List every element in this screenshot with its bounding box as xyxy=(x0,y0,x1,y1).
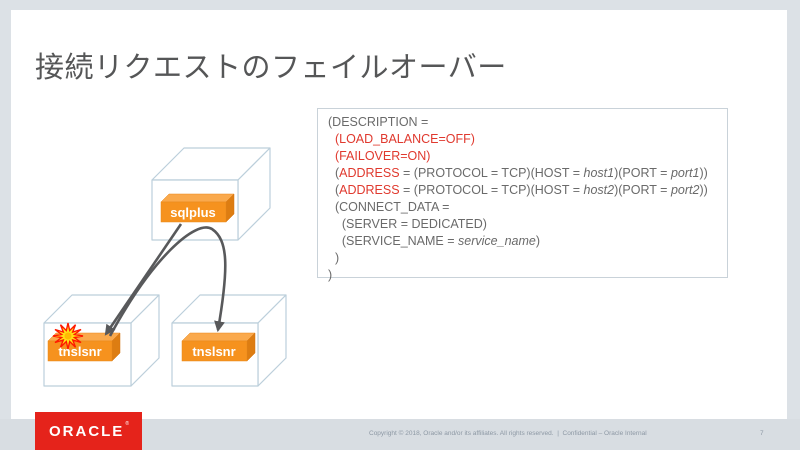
failover-arrow xyxy=(108,226,227,337)
tnslsnr2-label: tnslsnr xyxy=(192,344,235,359)
code-line: (CONNECT_DATA = xyxy=(328,200,450,214)
registered-mark-icon: ® xyxy=(125,421,130,427)
starburst-core xyxy=(64,332,72,340)
sqlplus-label: sqlplus xyxy=(170,205,216,220)
oracle-logo-text: ORACLE xyxy=(48,422,125,440)
page-number: 7 xyxy=(760,430,764,437)
footer-copyright: Copyright © 2018, Oracle and/or its affi… xyxy=(369,430,647,437)
code-line: (DESCRIPTION = xyxy=(328,115,429,129)
listener2-tnslsnr-box: tnslsnr xyxy=(181,332,256,362)
tnslsnr1-label: tnslsnr xyxy=(58,344,101,359)
tns-connect-descriptor-codebox: (DESCRIPTION = (LOAD_BALANCE=OFF) (FAILO… xyxy=(317,108,728,282)
code-line: (SERVICE_NAME = service_name) xyxy=(328,234,541,248)
code-line: (ADDRESS = (PROTOCOL = TCP)(HOST = host1… xyxy=(328,166,708,180)
slide-title: 接続リクエストのフェイルオーバー xyxy=(35,52,507,84)
failure-starburst-icon xyxy=(52,322,84,350)
oracle-logo: ORACLE® xyxy=(35,412,142,450)
code-line: (FAILOVER=ON) xyxy=(334,149,431,163)
listener1-tnslsnr-box: tnslsnr xyxy=(47,332,121,362)
code-line: (SERVER = DEDICATED) xyxy=(328,217,487,231)
code-line: ) xyxy=(328,268,333,282)
code-line: (LOAD_BALANCE=OFF) xyxy=(334,132,475,146)
connection-attempt-arrow xyxy=(104,223,183,336)
client-sqlplus-box: sqlplus xyxy=(160,193,235,223)
code-line: (ADDRESS = (PROTOCOL = TCP)(HOST = host2… xyxy=(328,183,708,197)
code-line: ) xyxy=(328,251,340,265)
